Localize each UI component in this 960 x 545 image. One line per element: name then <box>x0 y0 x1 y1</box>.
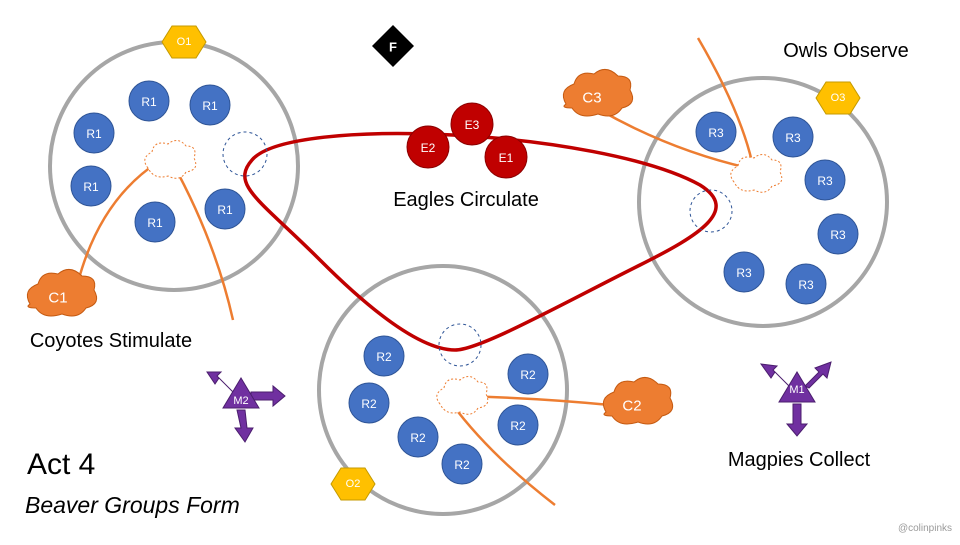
eagle-e1: E1 <box>484 135 528 179</box>
thread-c3-b <box>696 37 754 163</box>
owl-label: O1 <box>177 36 192 48</box>
f-marker-diamond: F <box>372 25 414 67</box>
owl-label: O3 <box>831 92 846 104</box>
eagles-cluster: E3 E2 E1 <box>406 102 528 179</box>
owl-hexagon-o3: O3 <box>815 81 861 115</box>
owl-hexagon-o2: O2 <box>330 467 376 501</box>
owl-label: O2 <box>346 478 361 490</box>
node-label: R1 <box>83 180 99 194</box>
node-label: R1 <box>86 127 102 141</box>
coyotes-stimulate-label: Coyotes Stimulate <box>30 330 192 352</box>
thread-c2-b <box>450 403 556 506</box>
node-r3-2: R3 <box>772 116 814 158</box>
coyote-cloud-c2: C2 <box>602 377 674 425</box>
thread-c1-b <box>170 161 235 321</box>
node-r3-4: R3 <box>817 213 859 255</box>
node-r2-6: R2 <box>441 443 483 485</box>
coyote-label: C1 <box>48 290 67 307</box>
act-title: Act 4 <box>27 448 95 481</box>
eagle-label: E2 <box>421 141 436 155</box>
group-3-nodes: R3 R3 R3 R3 R3 R3 <box>695 111 859 305</box>
f-marker-label: F <box>389 40 397 55</box>
node-r1-1: R1 <box>128 80 170 122</box>
node-label: R3 <box>785 131 801 145</box>
node-r2-2: R2 <box>507 353 549 395</box>
thread-c1-a <box>76 160 159 283</box>
node-label: R1 <box>202 99 218 113</box>
thread-c3-a <box>599 108 749 170</box>
magpie-label: M1 <box>789 384 804 396</box>
node-label: R3 <box>830 228 846 242</box>
open-slot-3 <box>689 189 733 233</box>
node-r1-4: R1 <box>70 165 112 207</box>
group-circle-2 <box>317 264 569 516</box>
credit-handle: @colinpinks <box>898 523 952 534</box>
open-slot-1 <box>222 131 268 177</box>
node-r1-3: R1 <box>73 112 115 154</box>
coyote-cloud-c3: C3 <box>562 69 634 117</box>
group-circle-3 <box>637 76 889 328</box>
magpie-label: M2 <box>233 395 248 407</box>
node-label: R3 <box>708 126 724 140</box>
group-1-nodes: R1 R1 R1 R1 R1 R1 <box>70 80 246 243</box>
node-r3-1: R3 <box>695 111 737 153</box>
node-r3-5: R3 <box>723 251 765 293</box>
node-r1-5: R1 <box>134 201 176 243</box>
magpies-collect-label: Magpies Collect <box>728 449 871 471</box>
node-r2-1: R2 <box>363 335 405 377</box>
node-r2-4: R2 <box>397 416 439 458</box>
eagle-e2: E2 <box>406 125 450 169</box>
eagle-e3: E3 <box>450 102 494 146</box>
node-r1-6: R1 <box>204 188 246 230</box>
node-label: R2 <box>520 368 536 382</box>
node-r1-2: R1 <box>189 84 231 126</box>
owl-hexagon-o1: O1 <box>161 25 207 59</box>
thought-cloud-2 <box>436 376 489 415</box>
node-label: R1 <box>141 95 157 109</box>
node-label: R3 <box>817 174 833 188</box>
act-subtitle: Beaver Groups Form <box>25 492 240 518</box>
eagle-label: E1 <box>499 151 514 165</box>
thought-cloud-3 <box>730 154 783 193</box>
magpie-m1: M1 <box>759 361 832 437</box>
node-label: R3 <box>736 266 752 280</box>
open-slot-2 <box>438 323 482 367</box>
node-label: R2 <box>410 431 426 445</box>
node-label: R1 <box>217 203 233 217</box>
node-r3-3: R3 <box>804 159 846 201</box>
node-label: R1 <box>147 216 163 230</box>
node-label: R3 <box>798 278 814 292</box>
coyote-label: C2 <box>622 398 641 415</box>
thought-cloud-1 <box>144 140 197 179</box>
eagles-circulate-label: Eagles Circulate <box>393 189 539 211</box>
node-label: R2 <box>510 419 526 433</box>
coyote-cloud-c1: C1 <box>26 269 98 317</box>
eagle-label: E3 <box>465 118 480 132</box>
owls-observe-label: Owls Observe <box>783 40 909 62</box>
node-r3-6: R3 <box>785 263 827 305</box>
node-label: R2 <box>454 458 470 472</box>
coyote-label: C3 <box>582 90 601 107</box>
node-label: R2 <box>361 397 377 411</box>
node-r2-5: R2 <box>497 404 539 446</box>
node-label: R2 <box>376 350 392 364</box>
group-2-nodes: R2 R2 R2 R2 R2 R2 <box>348 335 549 485</box>
node-r2-3: R2 <box>348 382 390 424</box>
magpie-m2: M2 <box>206 371 286 443</box>
